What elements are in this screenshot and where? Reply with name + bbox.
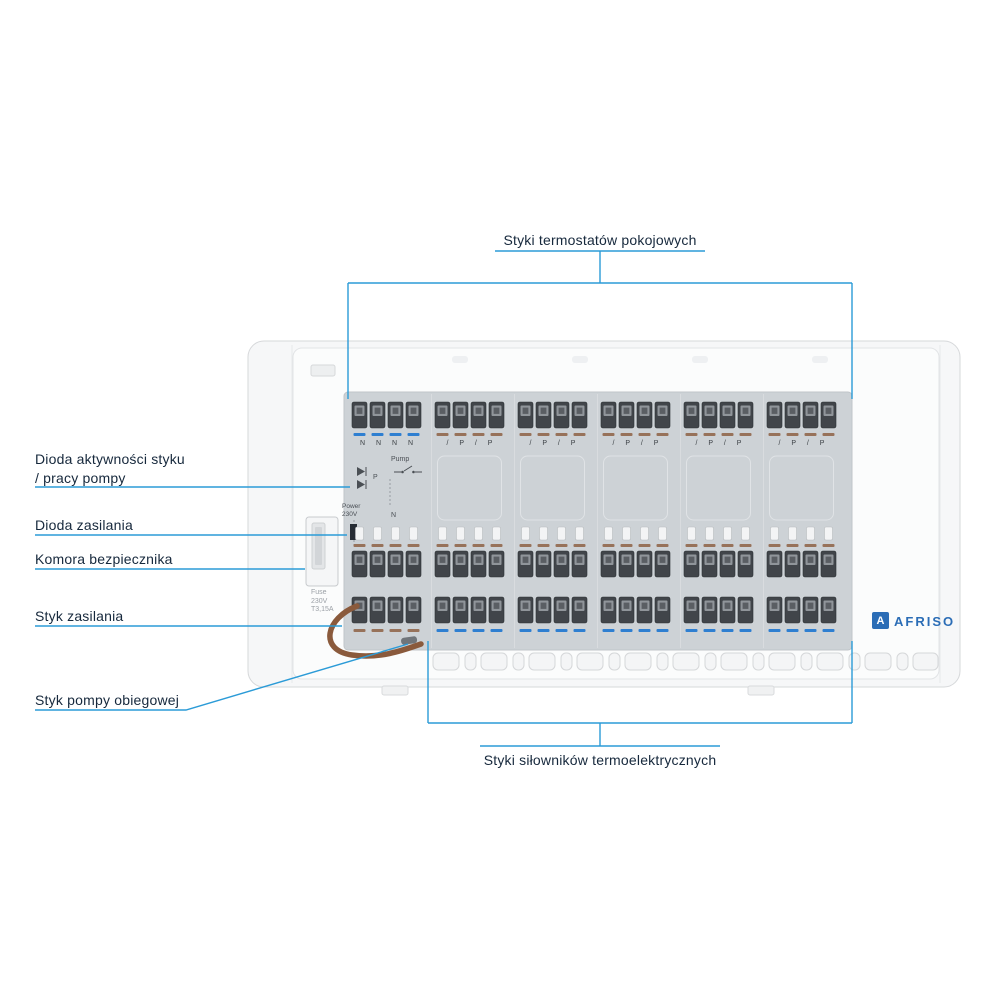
label-line: 230V bbox=[311, 597, 328, 605]
panel-print bbox=[353, 465, 422, 545]
callout-label-pump-contact: Styk pompy obiegowej bbox=[35, 692, 180, 708]
callout-top-label: Styki termostatów pokojowych bbox=[503, 232, 697, 248]
power-print-label: Power 230V bbox=[342, 503, 360, 518]
power-wire bbox=[327, 603, 424, 659]
label-line: Fuse bbox=[311, 589, 327, 596]
pump-contact bbox=[401, 636, 418, 645]
terminal-panel bbox=[343, 391, 853, 651]
label-line: 230V bbox=[342, 510, 358, 518]
label-line: / pracy pompy bbox=[35, 470, 126, 486]
afriso-logo-icon: A bbox=[872, 612, 889, 629]
fuse-compartment bbox=[305, 516, 339, 587]
cable-slots bbox=[432, 652, 939, 671]
terminal-group-label-5: / P / P bbox=[695, 440, 742, 447]
terminal-group-label-1: N N N N bbox=[359, 440, 414, 447]
latch bbox=[310, 364, 336, 377]
pump-print-label: Pump bbox=[391, 456, 410, 463]
callout-label-power-led: Dioda zasilania bbox=[35, 517, 133, 533]
fuse-print-label: Fuse 230V T3,15A bbox=[311, 589, 334, 615]
neutral-print-label: N bbox=[391, 512, 397, 519]
terminal-group-label-4: / P / P bbox=[612, 440, 659, 447]
terminal-group-label-2: / P / P bbox=[446, 440, 493, 447]
led-arrow-icon bbox=[357, 467, 365, 476]
led-arrow-icon bbox=[357, 480, 365, 489]
label-line: Power bbox=[342, 503, 361, 510]
terminal-group-label-3: / P / P bbox=[529, 440, 576, 447]
callout-bottom-label: Styki siłowników termoelektrycznych bbox=[483, 752, 717, 768]
callout-lines bbox=[35, 250, 853, 747]
callout-label-power-contact: Styk zasilania bbox=[35, 608, 124, 624]
callout-label-contact-led: Dioda aktywności styku / pracy pompy bbox=[35, 450, 185, 488]
p-print-label: P bbox=[373, 474, 378, 481]
callout-label-fuse-chamber: Komora bezpiecznika bbox=[35, 551, 173, 567]
terminal-group-label-6: / P / P bbox=[778, 440, 825, 447]
label-line: Dioda aktywności styku bbox=[35, 451, 185, 467]
label-line: T3,15A bbox=[311, 606, 334, 613]
brand-name: AFRISO bbox=[894, 614, 956, 629]
power-led bbox=[350, 524, 357, 540]
